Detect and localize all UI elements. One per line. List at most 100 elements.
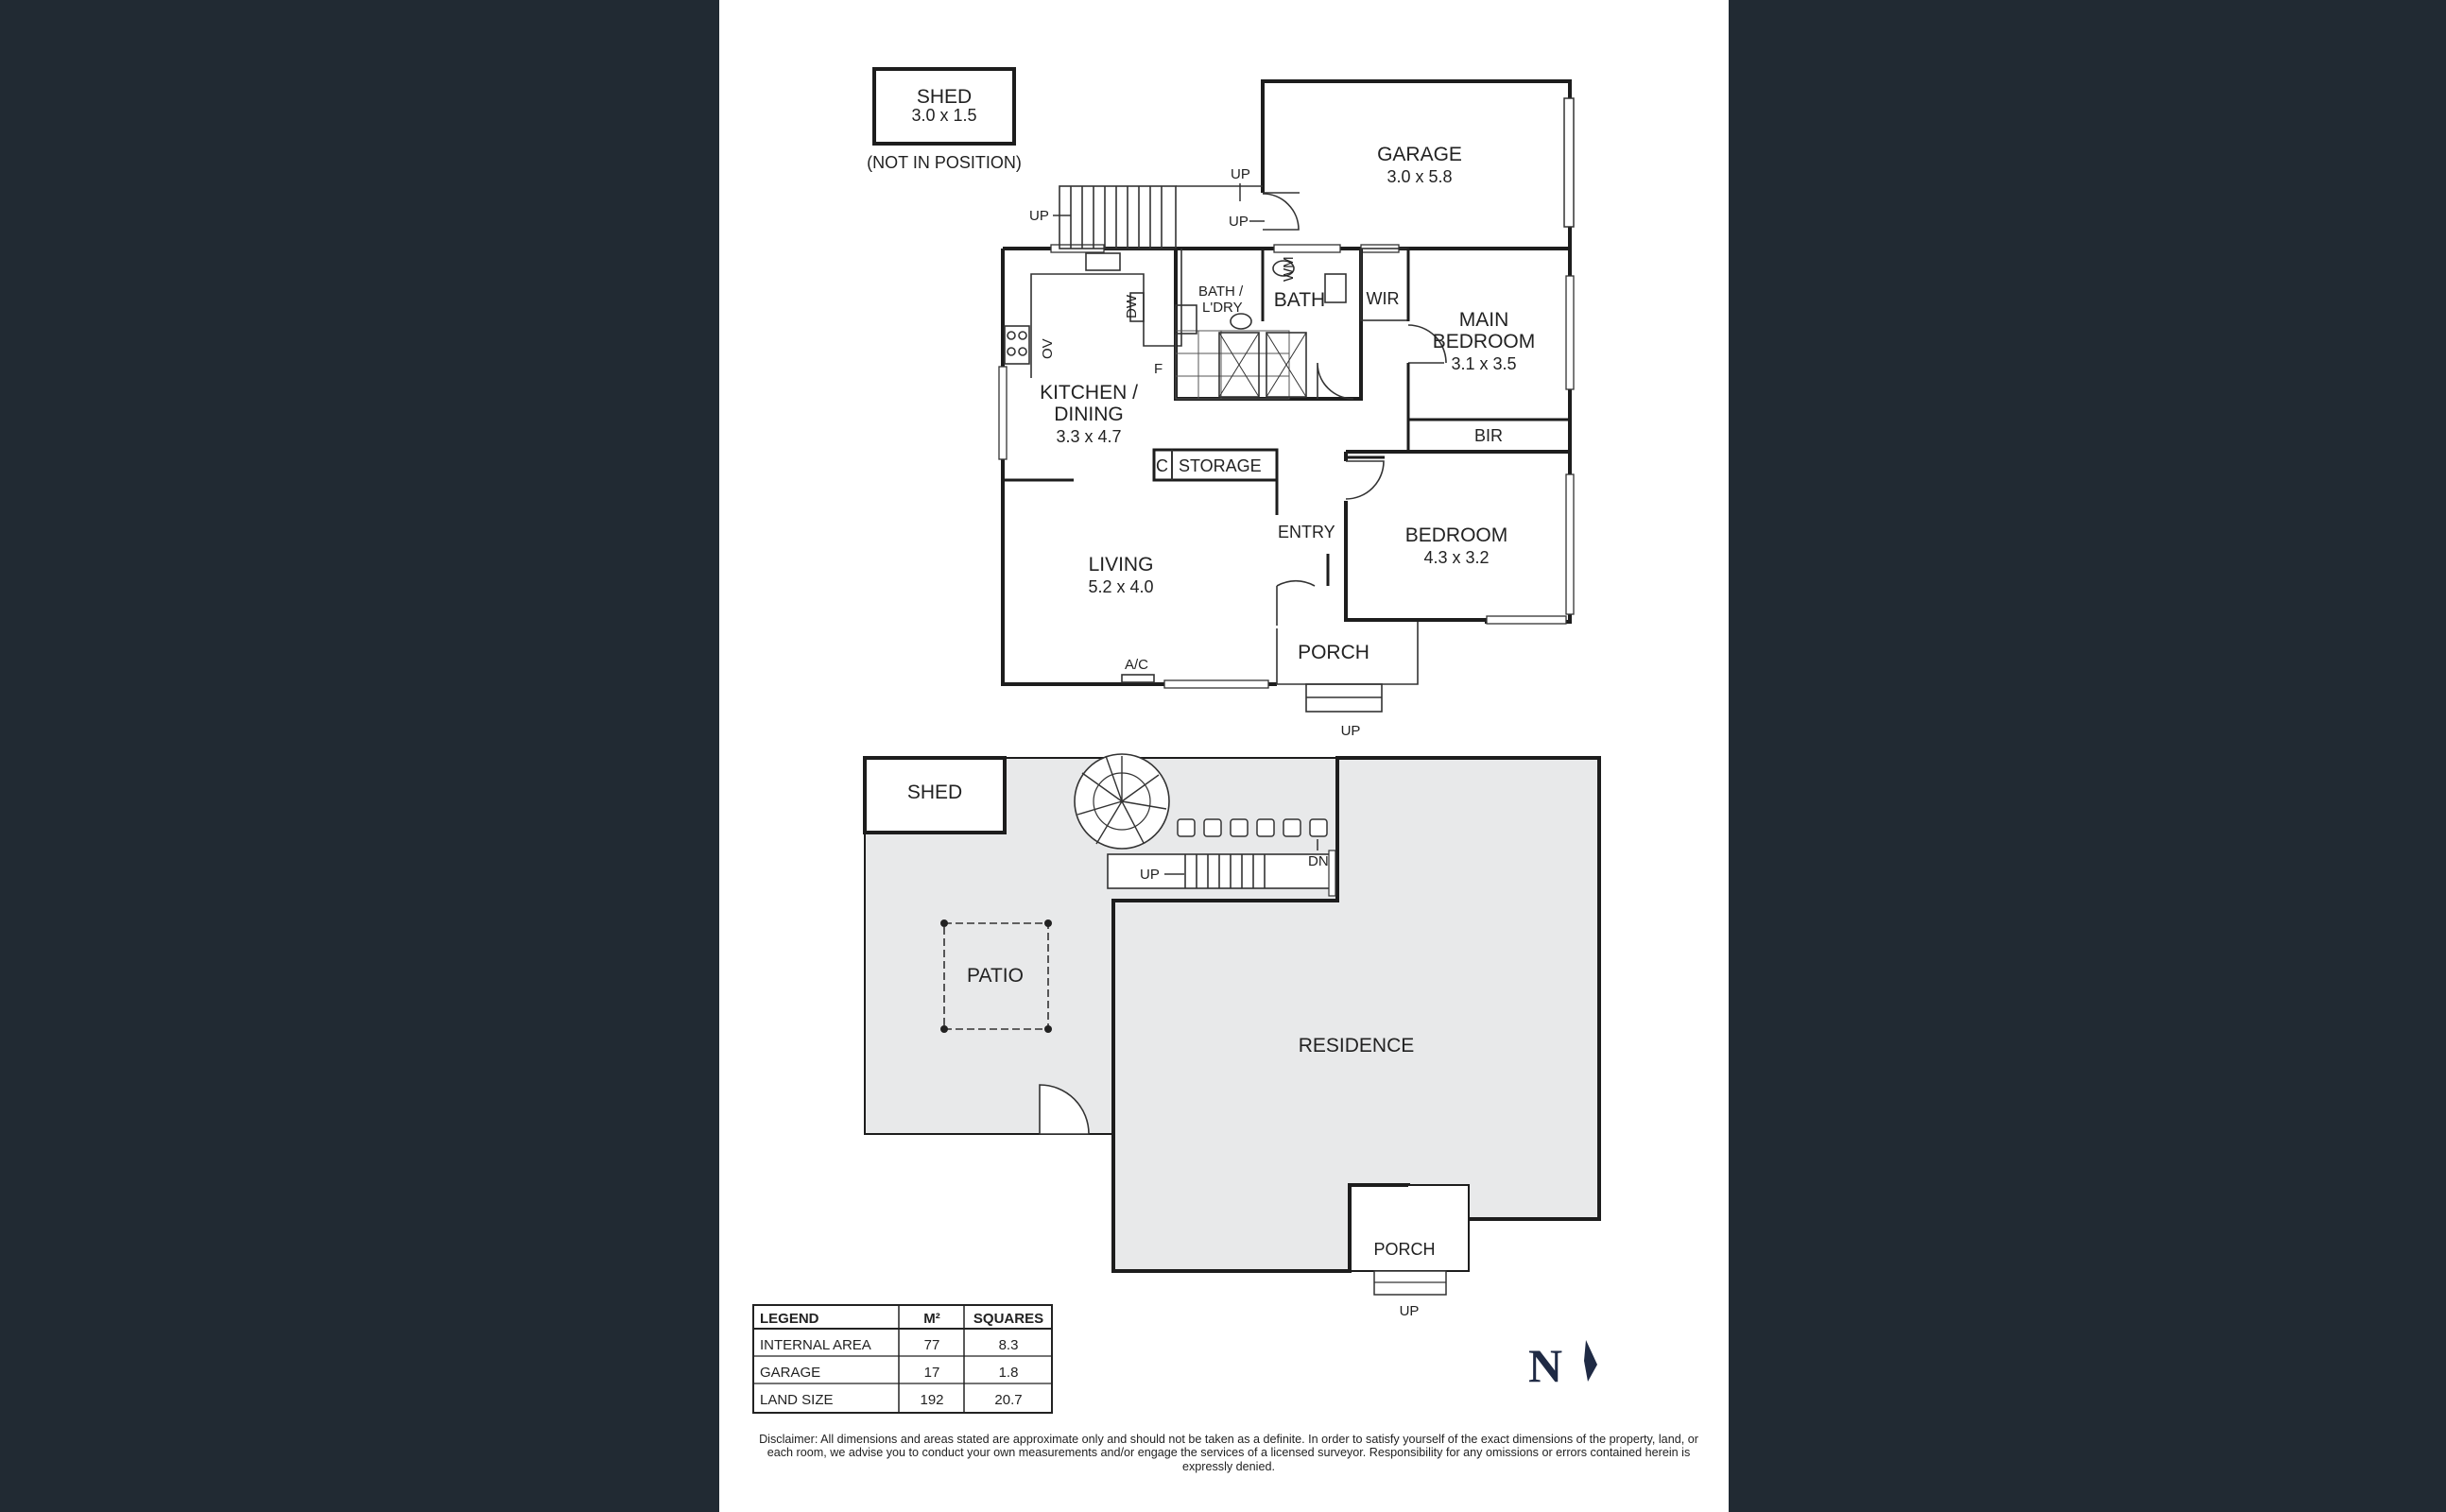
pot-2 — [1203, 818, 1222, 837]
window-south-living — [1163, 679, 1269, 689]
legend-border — [752, 1304, 1053, 1414]
kitchen-bench — [1030, 249, 1182, 378]
kitchen-label-2: DINING — [1054, 404, 1124, 425]
disclaimer-text: Disclaimer: All dimensions and areas sta… — [759, 1433, 1698, 1473]
burner-1 — [1007, 331, 1016, 340]
shower-1 — [1218, 332, 1260, 398]
north-arrow: N — [1528, 1339, 1597, 1392]
legend-row-m2: 17 — [924, 1365, 940, 1381]
bedroom-door-swing — [1345, 460, 1385, 500]
porch-label: PORCH — [1298, 642, 1369, 663]
window-east-bedroom-main — [1565, 275, 1575, 390]
wir-outline — [1360, 248, 1409, 321]
patio-post-1 — [940, 919, 948, 927]
tree-icon — [1074, 753, 1170, 850]
legend-row-squares: 1.8 — [999, 1365, 1019, 1381]
f-label: F — [1154, 361, 1163, 377]
legend-row-m2: 77 — [924, 1337, 940, 1353]
window-north-bath — [1273, 244, 1341, 253]
shed-outline — [872, 67, 1016, 146]
bath-ldry-label-1: BATH / — [1198, 284, 1244, 300]
shower-2 — [1266, 332, 1307, 398]
bath-tile-grid — [1175, 330, 1290, 400]
side-up-label-2: UP — [1229, 214, 1249, 230]
fridge-space — [1129, 292, 1145, 322]
main-bedroom-label-1: MAIN — [1459, 309, 1509, 331]
patio-label: PATIO — [967, 965, 1024, 987]
site-porch — [1349, 1184, 1470, 1272]
shower-1-x2 — [1218, 332, 1260, 398]
shower-2-x2 — [1266, 332, 1307, 398]
shed-label: SHED — [917, 86, 972, 108]
bedroom-size: 4.3 x 3.2 — [1423, 548, 1489, 567]
burner-4 — [1018, 347, 1027, 356]
vanity — [1324, 273, 1347, 303]
site-stair-up-label: UP — [1140, 867, 1160, 883]
garage-label: GARAGE — [1377, 144, 1462, 165]
bath-door-swing — [1317, 362, 1354, 400]
bath-ldry-label-2: L'DRY — [1202, 300, 1243, 316]
storage-outline — [1152, 448, 1279, 482]
kitchen-label-1: KITCHEN / — [1040, 382, 1138, 404]
living-label: LIVING — [1089, 554, 1154, 576]
site-porch-up-label: UP — [1400, 1303, 1420, 1319]
shed-note: (NOT IN POSITION) — [867, 153, 1022, 172]
toilet-1 — [1230, 313, 1252, 330]
pot-3 — [1230, 818, 1249, 837]
window-east-bedroom — [1565, 473, 1575, 615]
site-porch-label: PORCH — [1373, 1240, 1435, 1259]
c-label: C — [1156, 456, 1168, 475]
bath-label: BATH — [1274, 289, 1325, 311]
site-shed — [863, 756, 1007, 834]
ac-unit — [1121, 674, 1155, 683]
toilet-2 — [1272, 260, 1295, 277]
site-dn-label: DN — [1308, 853, 1329, 869]
legend-row-squares: 20.7 — [994, 1392, 1022, 1408]
legend-row-name: LAND SIZE — [760, 1392, 834, 1408]
entry-label: ENTRY — [1278, 523, 1335, 541]
legend-row-squares: 8.3 — [999, 1337, 1019, 1353]
porch-up-label: UP — [1341, 723, 1361, 739]
legend-row-name: INTERNAL AREA — [760, 1337, 871, 1353]
bedroom-label: BEDROOM — [1405, 524, 1508, 546]
window-west-kitchen — [998, 366, 1008, 460]
kitchen-size: 3.3 x 4.7 — [1056, 427, 1121, 446]
patio-post-4 — [1044, 1025, 1052, 1033]
residence-label: RESIDENCE — [1299, 1035, 1415, 1057]
main-bedroom-size: 3.1 x 3.5 — [1451, 354, 1516, 373]
burner-3 — [1007, 347, 1016, 356]
main-bed-door-swing — [1407, 324, 1447, 364]
ov-label: OV — [1040, 338, 1056, 359]
wm-label: WM — [1281, 256, 1297, 282]
patio-post-2 — [1044, 919, 1052, 927]
wir-label: WIR — [1367, 289, 1400, 308]
site-stair-treads — [1184, 854, 1266, 888]
ac-label: A/C — [1125, 657, 1148, 673]
back-stair-up-label: UP — [1029, 208, 1049, 224]
garage-size: 3.0 x 5.8 — [1387, 167, 1452, 186]
legend-row-name: GARAGE — [760, 1365, 820, 1381]
patio-post-3 — [940, 1025, 948, 1033]
legend-row-m2: 192 — [920, 1392, 943, 1408]
pot-1 — [1177, 818, 1196, 837]
legend-header-squares: SQUARES — [973, 1311, 1043, 1327]
pot-5 — [1283, 818, 1301, 837]
garage-door — [1563, 97, 1575, 228]
legend-table: LEGEND M² SQUARES INTERNAL AREA 77 8.3 G… — [752, 1304, 1053, 1414]
bir-label: BIR — [1474, 426, 1503, 445]
pot-6 — [1309, 818, 1328, 837]
cooktop — [1004, 325, 1030, 365]
dw-label: DW — [1124, 294, 1140, 318]
sink — [1085, 252, 1121, 271]
north-label: N — [1528, 1339, 1562, 1392]
storage-label: STORAGE — [1179, 456, 1262, 475]
main-bedroom-label-2: BEDROOM — [1433, 331, 1536, 352]
site-plan: SHED UP DN — [863, 753, 1601, 1319]
back-stair-treads — [1070, 185, 1263, 249]
patio-outline — [943, 922, 1049, 1030]
garage-door-swing — [1262, 193, 1300, 231]
side-up-label-1: UP — [1231, 166, 1250, 182]
site-shed-label: SHED — [907, 782, 962, 803]
shed-size: 3.0 x 1.5 — [911, 106, 976, 125]
